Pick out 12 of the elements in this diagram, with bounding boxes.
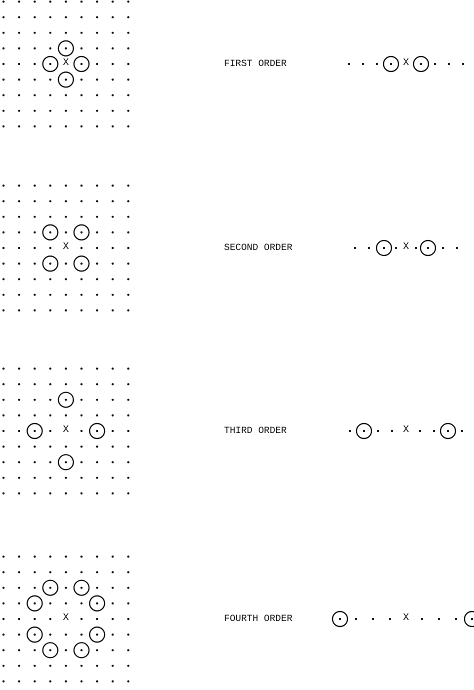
- center-mark: X: [62, 614, 69, 624]
- center-mark: X: [62, 243, 69, 253]
- order-label: FIRST ORDER: [224, 59, 287, 69]
- order-label: SECOND ORDER: [224, 243, 292, 253]
- center-mark: X: [403, 243, 409, 253]
- order-label: FOURTH ORDER: [224, 614, 292, 624]
- center-mark: X: [403, 59, 409, 69]
- center-mark: X: [403, 614, 409, 624]
- center-mark: X: [62, 59, 69, 69]
- center-mark: X: [403, 426, 409, 436]
- order-label: THIRD ORDER: [224, 426, 287, 436]
- center-mark: X: [62, 426, 69, 436]
